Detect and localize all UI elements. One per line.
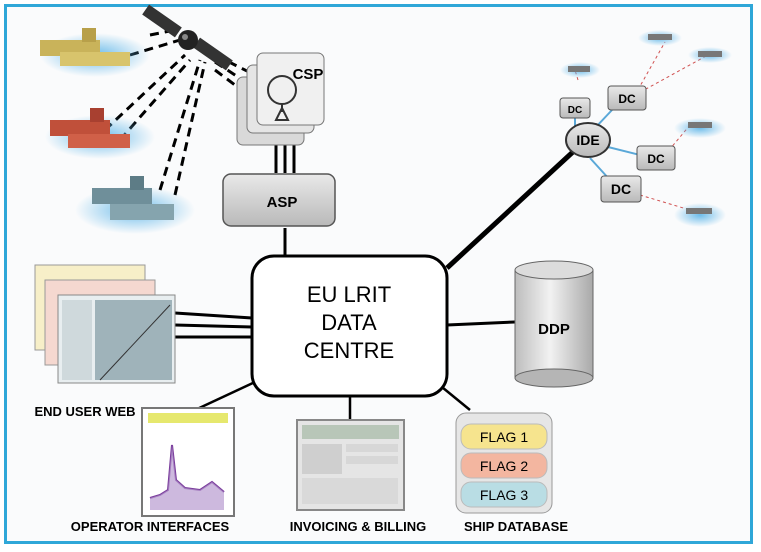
invoicing-screen	[296, 419, 405, 511]
csp-label: CSP	[293, 66, 324, 83]
asp-label: ASP	[267, 194, 298, 211]
ship-database	[455, 412, 553, 514]
flag-2-label: FLAG 2	[480, 458, 528, 474]
centre-line-2: DATA	[321, 310, 377, 335]
end-user-web-screens	[34, 264, 176, 384]
centre-line-3: CENTRE	[304, 338, 394, 363]
flag-3-block	[460, 481, 548, 508]
ship-database-label: SHIP DATABASE	[464, 519, 568, 534]
eu-lrit-data-centre-box	[250, 254, 449, 398]
ship-group-red	[45, 108, 155, 159]
flag-2-block	[460, 452, 548, 479]
ddp-database-cylinder	[514, 260, 594, 388]
operator-interfaces-screen	[141, 407, 235, 517]
ddp-label: DDP	[538, 321, 570, 338]
dc-label-1: DC	[568, 105, 582, 116]
end-user-web-label: END USER WEB	[34, 404, 135, 419]
connection-lines	[174, 135, 577, 420]
dc-nodes	[559, 85, 676, 203]
ship-group-blue	[75, 176, 195, 234]
csp-node	[236, 52, 325, 146]
satellite-icon	[142, 4, 233, 71]
remote-ships	[560, 30, 732, 227]
flag-1-label: FLAG 1	[480, 429, 528, 445]
ide-node	[565, 122, 611, 158]
ship-group-yellow	[40, 28, 150, 77]
operator-interfaces-label: OPERATOR INTERFACES	[71, 519, 230, 534]
ide-label: IDE	[576, 132, 599, 148]
flag-3-label: FLAG 3	[480, 487, 528, 503]
flag-1-block	[460, 423, 548, 450]
invoicing-billing-label: INVOICING & BILLING	[290, 519, 427, 534]
dc-label-2: DC	[618, 92, 636, 106]
centre-line-1: EU LRIT	[307, 282, 391, 307]
dc-label-3: DC	[647, 152, 665, 166]
asp-box	[222, 173, 336, 227]
antenna-icon	[267, 75, 297, 121]
dc-label-4: DC	[611, 181, 631, 197]
